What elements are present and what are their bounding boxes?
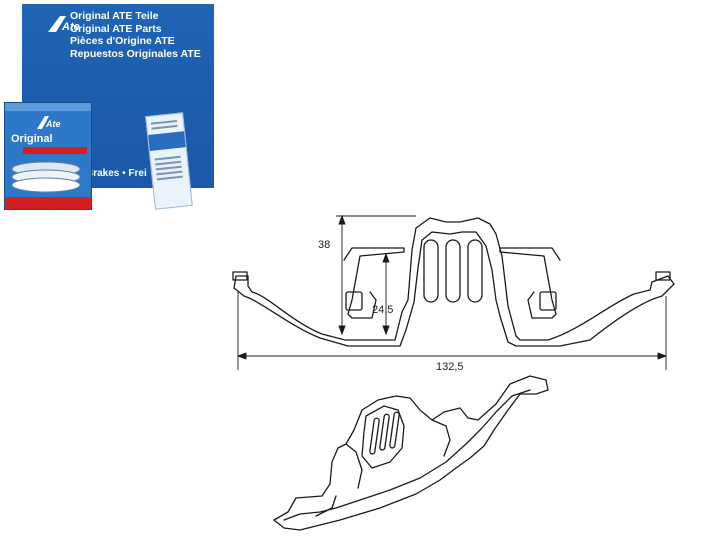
pack-ate-logo-icon: Ate bbox=[37, 116, 61, 129]
pack-top-face bbox=[5, 103, 91, 111]
ate-logo-icon: Ate bbox=[48, 16, 80, 33]
brake-pads-illustration bbox=[11, 161, 81, 193]
box-strip-text: Brakes • Frei bbox=[86, 168, 147, 179]
svg-text:Ate: Ate bbox=[61, 21, 80, 33]
brake-pad-pack: Ate Original bbox=[4, 102, 92, 210]
box-line-2: Original ATE Parts bbox=[70, 22, 162, 35]
spring-outline bbox=[233, 217, 675, 347]
dim-height-inner: 24,5 bbox=[372, 304, 393, 316]
box-line-1: Original ATE Teile bbox=[70, 10, 159, 22]
pack-red-band bbox=[23, 147, 87, 154]
box-line-3: Pièces d'Origine ATE bbox=[70, 35, 175, 48]
box-line-4: Repuestos Originales ATE bbox=[70, 47, 201, 60]
svg-text:Ate: Ate bbox=[45, 119, 61, 129]
pack-bottom-band bbox=[5, 197, 91, 209]
box-text-lines: Original ATE Teile Original ATE Parts Pi… bbox=[70, 10, 201, 60]
dim-height-total: 38 bbox=[318, 239, 330, 251]
dim-width: 132,5 bbox=[436, 361, 464, 373]
isometric-view bbox=[273, 375, 549, 531]
pack-original-label: Original bbox=[11, 133, 53, 145]
